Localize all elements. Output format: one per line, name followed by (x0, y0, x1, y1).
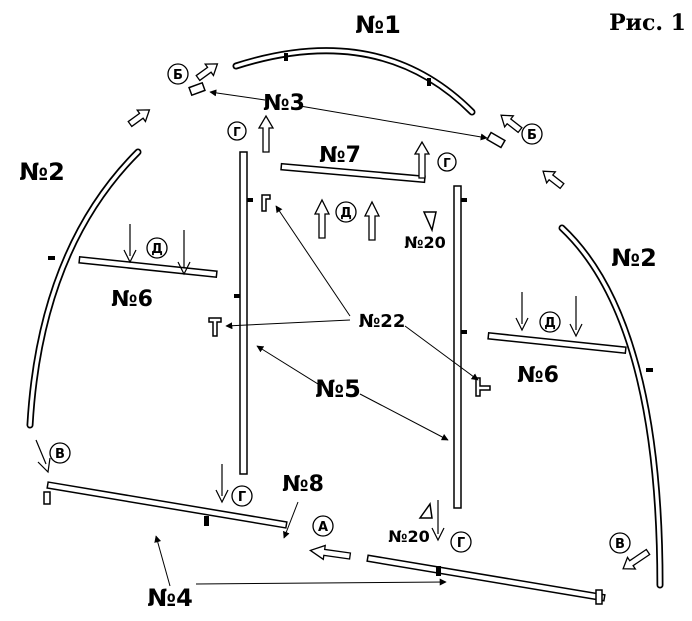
circle-g-bottom-right: Г (450, 531, 472, 553)
pointer-22-left (225, 319, 351, 330)
arrow-b-right-2 (542, 170, 565, 190)
svg-text:Г: Г (457, 536, 465, 551)
circle-d-right: Д (539, 311, 561, 333)
thin-arrows (35, 224, 583, 542)
circle-d-center: Д (335, 201, 357, 223)
svg-text:А: А (318, 520, 328, 535)
circle-g-top-right: Г (437, 152, 457, 172)
plate-part-20-bottom (418, 502, 433, 519)
vertical-post-right (453, 185, 467, 509)
arrow-b-right-1 (500, 114, 523, 134)
top-arc-part-1 (232, 47, 476, 116)
vertical-post-left (234, 151, 253, 475)
circle-g-bottom-left: Г (231, 485, 253, 507)
svg-text:Д: Д (151, 242, 163, 257)
left-arc-part-2 (26, 148, 142, 429)
label-part-4: №4 (147, 584, 193, 612)
bracket-part-22-left (208, 317, 222, 337)
svg-text:Г: Г (238, 490, 246, 505)
label-part-22: №22 (359, 311, 406, 332)
label-part-3: №3 (263, 91, 305, 116)
label-part-2-right: №2 (611, 244, 657, 272)
circle-g-top-left: Г (227, 121, 247, 141)
connector-part-3-right (486, 131, 506, 149)
svg-text:Б: Б (173, 68, 183, 83)
pointer-3-left (209, 89, 266, 101)
circle-v-right: В (609, 532, 631, 554)
pointer-22-top (275, 205, 351, 317)
bracket-part-22-top (261, 194, 271, 212)
label-part-20-bottom: №20 (388, 527, 430, 546)
svg-text:Д: Д (340, 206, 352, 221)
plate-part-20-top (422, 211, 437, 233)
pointer-22-right (404, 325, 479, 381)
circle-a: А (312, 515, 334, 537)
circle-b-left: Б (167, 63, 189, 85)
connector-part-3-left (188, 81, 206, 97)
pointer-8 (283, 501, 299, 539)
label-part-5: №5 (315, 375, 361, 403)
beam-part-6-right (487, 331, 627, 355)
svg-text:Г: Г (233, 125, 241, 139)
label-part-7: №7 (319, 143, 361, 168)
arrow-d-up-2 (363, 200, 381, 241)
label-part-20-top: №20 (404, 233, 446, 252)
svg-text:Г: Г (443, 156, 451, 170)
svg-text:Д: Д (544, 316, 556, 331)
svg-text:В: В (55, 447, 65, 462)
label-part-1: №1 (355, 11, 401, 39)
label-part-8: №8 (282, 472, 324, 497)
circle-d-left: Д (146, 237, 168, 259)
base-rail-part-4-left (43, 481, 288, 529)
arrow-g-up-left (257, 114, 275, 153)
arrow-v-right (622, 548, 651, 570)
crossbar-part-7 (280, 162, 426, 184)
svg-text:В: В (615, 537, 625, 552)
label-part-2-left: №2 (19, 158, 65, 186)
circle-b-right: Б (521, 123, 543, 145)
label-part-6-left: №6 (111, 287, 153, 312)
bracket-part-22-right (475, 377, 491, 397)
label-part-6-right: №6 (517, 363, 559, 388)
arrow-b-left-2 (127, 109, 151, 128)
pointer-3-right (299, 105, 488, 141)
circle-v-left: В (49, 442, 71, 464)
pointer-4-left (154, 535, 171, 587)
base-rail-part-4-right (366, 554, 606, 605)
beam-part-6-left (78, 255, 218, 279)
arrow-d-up-1 (313, 198, 331, 239)
svg-text:Б: Б (527, 128, 537, 143)
pointer-5-right (359, 393, 449, 441)
arrow-g-up-right (413, 140, 431, 179)
pointer-5-left (256, 345, 319, 385)
figure-caption: Рис. 1 (609, 10, 686, 36)
right-arc-part-2 (558, 224, 664, 589)
pointer-4-right (195, 578, 447, 586)
arrow-a (308, 544, 352, 561)
assembly-arrows (127, 63, 651, 570)
letter-circles: Б Б Г Г Д Д Д В (49, 63, 631, 554)
arrow-b-left-1 (195, 63, 219, 82)
